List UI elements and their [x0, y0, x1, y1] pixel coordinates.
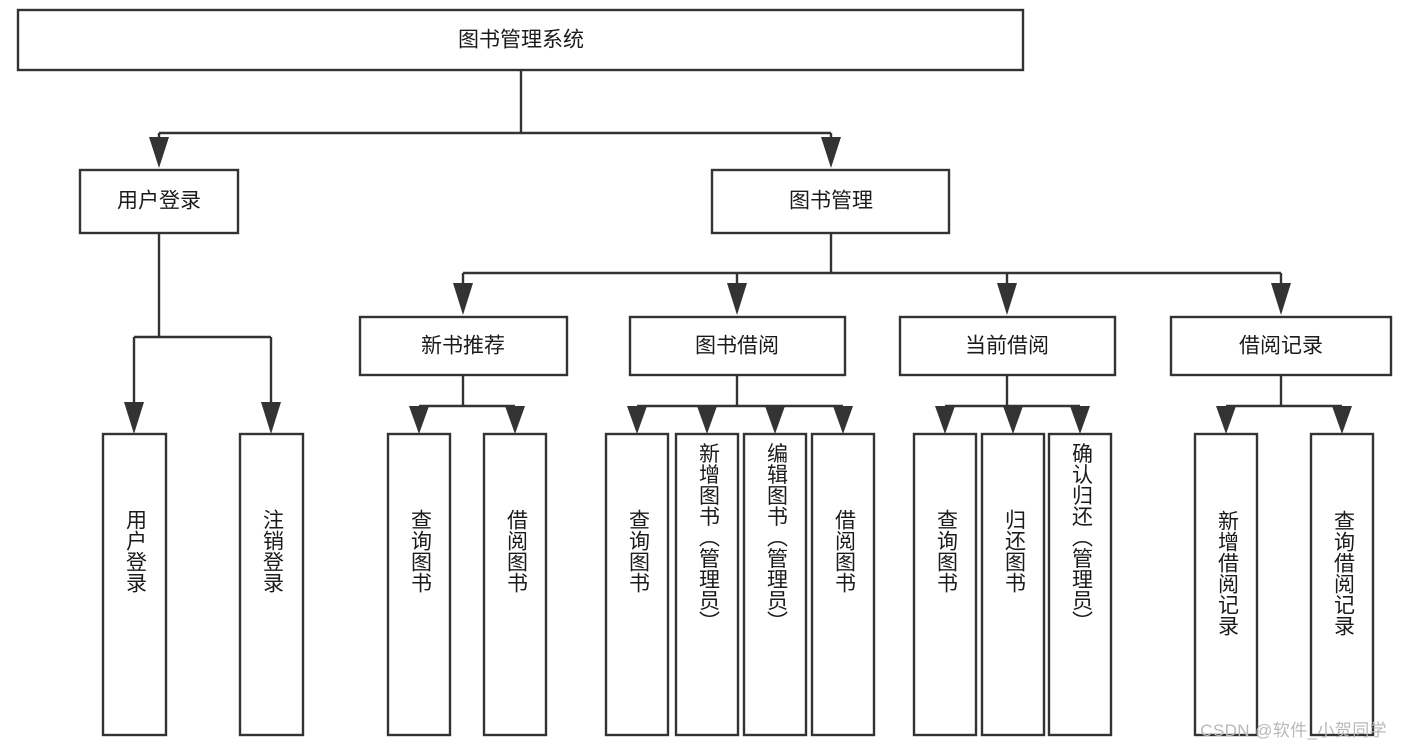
node-root-label: 图书管理系统 — [458, 29, 584, 52]
leaf-book-borrow-2[interactable]: 新增图书（管理员） — [674, 432, 740, 737]
leaf-book-borrow-4[interactable]: 借阅图书 — [810, 432, 876, 737]
arrow-borrow-leaf3 — [765, 406, 785, 434]
connector-group-borrow-record — [1216, 375, 1352, 434]
leaf-book-borrow-3-box[interactable] — [742, 432, 808, 737]
leaf-new-book-1-label: 查询图书 — [408, 509, 432, 593]
arrow-book-to-record — [1271, 283, 1291, 315]
arrow-borrow-leaf2 — [697, 406, 717, 434]
leaf-current-borrow-3-label: 确认归还（管理员） — [1069, 443, 1093, 632]
leaf-borrow-record-2[interactable]: 查询借阅记录 — [1309, 432, 1375, 737]
leaf-book-borrow-3[interactable]: 编辑图书（管理员） — [742, 432, 808, 737]
leaf-current-borrow-1-box[interactable] — [912, 432, 978, 737]
leaf-user-login-1-label: 用户登录 — [123, 509, 147, 593]
leaf-new-book-2[interactable]: 借阅图书 — [482, 432, 548, 737]
leaf-current-borrow-2-label: 归还图书 — [1002, 509, 1026, 593]
leaf-current-borrow-3-box[interactable] — [1047, 432, 1113, 737]
node-current-borrow-label: 当前借阅 — [965, 335, 1049, 358]
leaf-book-borrow-2-label: 新增图书（管理员） — [696, 443, 720, 632]
leaf-book-borrow-3-label: 编辑图书（管理员） — [764, 443, 788, 632]
node-new-book-recommend-box[interactable] — [358, 315, 569, 377]
connector-group-borrow-book — [627, 375, 853, 434]
arrow-current-leaf3 — [1070, 406, 1090, 434]
node-book-borrow[interactable]: 图书借阅 — [628, 315, 847, 377]
leaf-user-login-2-label: 注销登录 — [260, 509, 284, 593]
arrow-current-leaf1 — [935, 406, 955, 434]
node-new-book-recommend[interactable]: 新书推荐 — [358, 315, 569, 377]
leaf-borrow-record-2-box[interactable] — [1309, 432, 1375, 737]
connector-group-book-mgmt — [453, 233, 1291, 315]
arrow-current-leaf2 — [1003, 406, 1023, 434]
node-book-borrow-box[interactable] — [628, 315, 847, 377]
node-user-login[interactable]: 用户登录 — [78, 168, 240, 235]
leaf-new-book-1[interactable]: 查询图书 — [386, 432, 452, 737]
leaf-current-borrow-1[interactable]: 查询图书 — [912, 432, 978, 737]
leaf-current-borrow-2[interactable]: 归还图书 — [980, 432, 1046, 737]
connector-group-root — [149, 70, 841, 168]
arrow-new-leaf2 — [505, 406, 525, 434]
arrow-borrow-leaf1 — [627, 406, 647, 434]
leaf-book-borrow-1-box[interactable] — [604, 432, 670, 737]
leaf-new-book-2-box[interactable] — [482, 432, 548, 737]
leaf-new-book-1-box[interactable] — [386, 432, 452, 737]
node-borrow-record-box[interactable] — [1169, 315, 1393, 377]
node-root[interactable]: 图书管理系统 — [16, 8, 1025, 72]
arrow-root-to-book — [821, 137, 841, 168]
connector-group-new-book — [409, 375, 525, 434]
leaf-borrow-record-1[interactable]: 新增借阅记录 — [1193, 432, 1259, 737]
leaf-user-login-1-box[interactable] — [101, 432, 168, 737]
leaf-book-borrow-4-label: 借阅图书 — [832, 509, 856, 593]
watermark-text: CSDN @软件_小贺同学 — [1200, 721, 1387, 740]
leaf-borrow-record-1-label: 新增借阅记录 — [1215, 510, 1239, 636]
leaf-borrow-record-2-label: 查询借阅记录 — [1331, 510, 1355, 636]
arrow-borrow-leaf4 — [833, 406, 853, 434]
node-borrow-record[interactable]: 借阅记录 — [1169, 315, 1393, 377]
node-book-management-box[interactable] — [710, 168, 951, 235]
leaf-user-login-1[interactable]: 用户登录 — [101, 432, 168, 737]
arrow-user-leaf2 — [261, 402, 281, 434]
arrow-book-to-current — [997, 283, 1017, 315]
node-book-management-label: 图书管理 — [789, 190, 873, 213]
node-current-borrow-box[interactable] — [898, 315, 1117, 377]
arrow-record-leaf1 — [1216, 406, 1236, 434]
leaf-user-login-2-box[interactable] — [238, 432, 305, 737]
node-book-borrow-label: 图书借阅 — [695, 335, 779, 358]
connector-group-user-login — [124, 233, 281, 434]
arrow-book-to-borrow — [727, 283, 747, 315]
leaf-user-login-2[interactable]: 注销登录 — [238, 432, 305, 737]
node-borrow-record-label: 借阅记录 — [1239, 335, 1323, 358]
arrow-record-leaf2 — [1332, 406, 1352, 434]
arrow-book-to-new — [453, 283, 473, 315]
node-current-borrow[interactable]: 当前借阅 — [898, 315, 1117, 377]
arrow-user-leaf1 — [124, 402, 144, 434]
leaf-book-borrow-2-box[interactable] — [674, 432, 740, 737]
leaf-new-book-2-label: 借阅图书 — [504, 509, 528, 593]
leaf-current-borrow-1-label: 查询图书 — [934, 509, 958, 593]
leaf-book-borrow-1[interactable]: 查询图书 — [604, 432, 670, 737]
leaf-borrow-record-1-box[interactable] — [1193, 432, 1259, 737]
node-new-book-recommend-label: 新书推荐 — [421, 335, 505, 358]
connector-group-current-borrow — [935, 375, 1090, 434]
node-book-management[interactable]: 图书管理 — [710, 168, 951, 235]
arrow-root-to-user — [149, 137, 169, 168]
leaf-book-borrow-1-label: 查询图书 — [626, 509, 650, 593]
leaf-current-borrow-2-box[interactable] — [980, 432, 1046, 737]
leaf-current-borrow-3[interactable]: 确认归还（管理员） — [1047, 432, 1113, 737]
node-user-login-box[interactable] — [78, 168, 240, 235]
node-root-box[interactable] — [16, 8, 1025, 72]
arrow-new-leaf1 — [409, 406, 429, 434]
leaf-book-borrow-4-box[interactable] — [810, 432, 876, 737]
node-user-login-label: 用户登录 — [117, 190, 201, 213]
